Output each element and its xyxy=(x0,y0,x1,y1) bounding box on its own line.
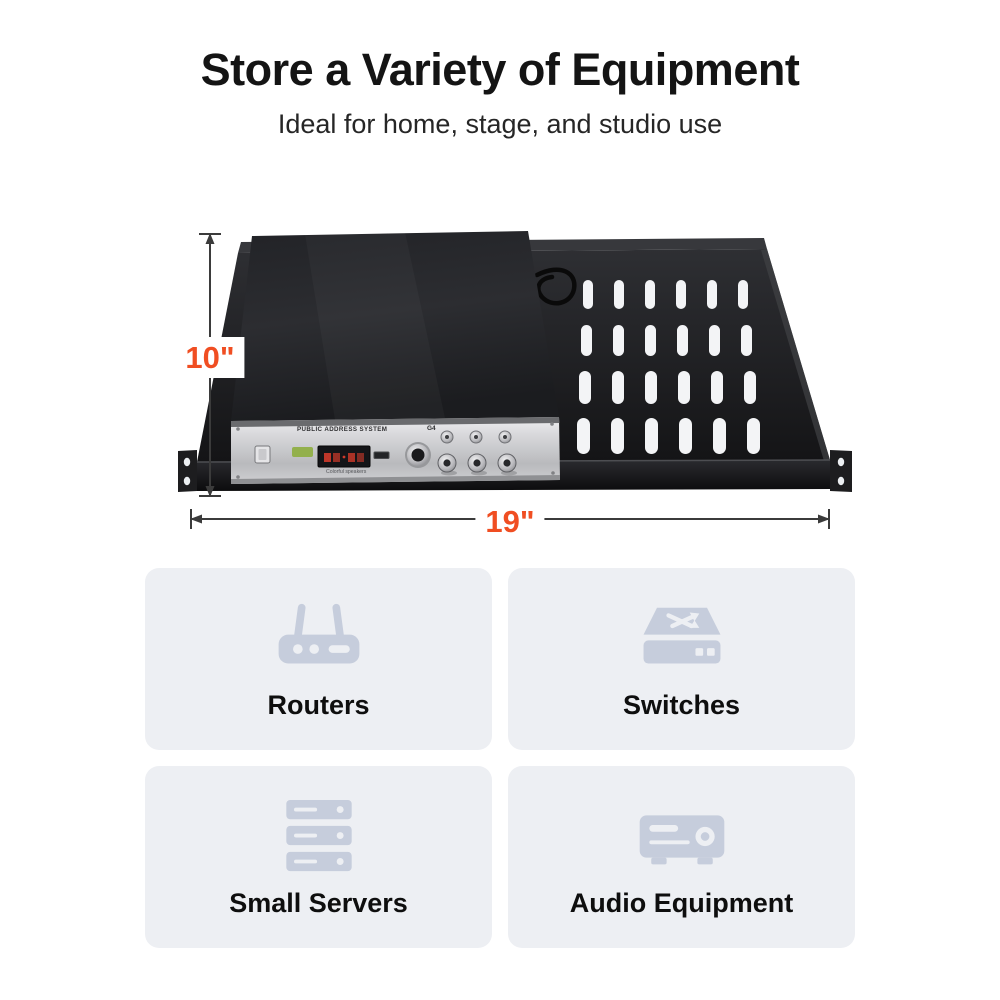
width-dimension-label: 19" xyxy=(475,501,545,543)
arrowhead-right-icon xyxy=(818,514,830,524)
volume-knob xyxy=(405,442,431,469)
vent-slots xyxy=(577,280,760,455)
panel-title-text: PUBLIC ADDRESS SYSTEM xyxy=(297,426,387,433)
server-icon xyxy=(269,792,369,880)
audio-equipment-icon xyxy=(632,792,732,880)
small-knobs xyxy=(440,430,512,444)
panel-model-text: G4 xyxy=(427,425,436,432)
switch-icon xyxy=(632,594,732,682)
height-dimension-label: 10" xyxy=(175,337,245,379)
arrowhead-up-icon xyxy=(205,233,215,245)
power-switch xyxy=(254,445,271,464)
rack-ear-left xyxy=(178,450,197,493)
product-figure: PUBLIC ADDRESS SYSTEM G4 Colorful speake… xyxy=(145,225,855,543)
equipment-label: Routers xyxy=(267,690,370,721)
input-connectors xyxy=(437,453,517,476)
power-cable xyxy=(534,267,577,306)
equipment-card-audio-equipment: Audio Equipment xyxy=(508,766,855,949)
equipment-card-switches: Switches xyxy=(508,568,855,751)
equipment-card-routers: Routers xyxy=(145,568,492,751)
arrowhead-left-icon xyxy=(190,514,202,524)
rack-ear-right xyxy=(830,450,852,493)
amplifier: PUBLIC ADDRESS SYSTEM G4 Colorful speake… xyxy=(231,231,560,485)
display-screen xyxy=(317,445,371,468)
equipment-label: Small Servers xyxy=(229,888,408,919)
equipment-card-small-servers: Small Servers xyxy=(145,766,492,949)
page-title: Store a Variety of Equipment xyxy=(200,44,800,95)
arrowhead-down-icon xyxy=(205,486,215,498)
usb-port xyxy=(373,451,390,460)
panel-brand-text: Colorful speakers xyxy=(326,469,367,475)
equipment-label: Audio Equipment xyxy=(569,888,794,919)
rack-shelf-photo: PUBLIC ADDRESS SYSTEM G4 Colorful speake… xyxy=(178,231,852,530)
page-subtitle: Ideal for home, stage, and studio use xyxy=(277,109,723,140)
router-icon xyxy=(269,594,369,682)
header: Store a Variety of Equipment Ideal for h… xyxy=(0,0,1000,140)
label-sticker xyxy=(292,447,313,458)
equipment-label: Switches xyxy=(622,690,741,721)
equipment-grid: Routers Switches xyxy=(145,568,855,949)
